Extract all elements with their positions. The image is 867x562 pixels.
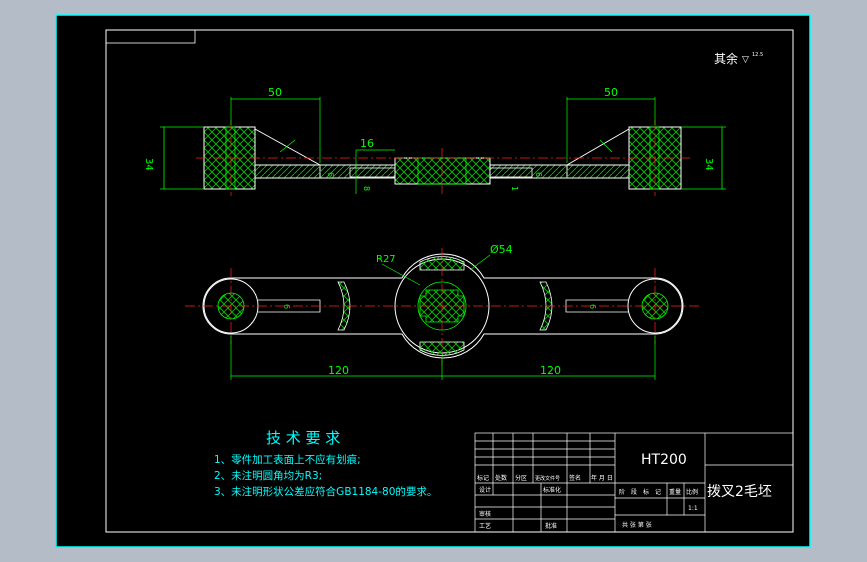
roughness-value: 12.5 [752,52,763,58]
lbl-design: 设计 [479,486,491,494]
tech-req-item-1: 1、零件加工表面上不应有划痕; [214,453,361,466]
title-block-text: HT200 拨叉2毛坯 标记 处数 分区 更改文件号 签名 年 月 日 设计 标… [477,452,772,530]
stage-3: 标 [643,488,649,496]
stage-4: 记 [655,489,661,496]
lbl-approve: 批准 [545,522,557,530]
roughness-label: 其余 [714,51,738,66]
tech-req-item-2: 2、未注明圆角均为R3; [214,469,322,482]
dim-left-34: 34 [143,158,154,171]
hdr-date: 年 月 日 [591,474,613,482]
dim-small-8: 8 [362,186,371,191]
material: HT200 [641,452,687,468]
right-arm [489,164,630,179]
dim-top-left-50: 50 [268,86,282,99]
hdr-count: 处数 [495,474,507,482]
center-hub [394,157,491,185]
hdr-zone: 分区 [515,474,527,482]
stage-2: 段 [631,488,637,496]
roughness-symbol: ▽ [742,55,749,65]
dim-right-34: 34 [703,158,714,171]
right-step [489,167,533,178]
dim-slot-right-6: 6 [588,304,597,309]
dim-right-120: 120 [540,364,561,377]
paper-frame [55,14,811,548]
lbl-scale: 比例 [686,488,698,496]
tech-requirements: 技 术 要 求 1、零件加工表面上不应有划痕; 2、未注明圆角均为R3; 3、未… [214,429,437,498]
dim-right-6: 6 [534,172,543,177]
lbl-review: 审核 [479,510,491,518]
dim-d54: Ø54 [490,243,513,256]
hdr-change-doc: 更改文件号 [535,475,560,482]
dim-center-16: 16 [360,137,374,150]
roughness-note: 其余 ▽ 12.5 [714,51,763,66]
scale-value: 1:1 [688,505,698,512]
leader-r27 [381,263,421,286]
dim-top-right-50: 50 [604,86,618,99]
dim-slot-left-6: 6 [282,304,291,309]
dim-left-120: 120 [328,364,349,377]
sheet-info: 共 张 第 张 [622,521,652,529]
leader-d54 [469,254,491,271]
left-boss [203,126,256,190]
title-block [474,432,794,533]
lbl-weight: 重量 [669,488,681,496]
dim-small-1: 1 [510,186,519,191]
lbl-standardize: 标准化 [543,486,561,494]
hdr-sign: 签名 [569,474,581,482]
stage-1: 阶 [619,488,625,496]
right-end-ring [627,278,683,334]
hub-top-cap [419,256,465,271]
part-name: 拨叉2毛坯 [707,484,772,500]
left-step [349,167,396,178]
inner-border [105,29,794,533]
tech-req-item-3: 3、未注明形状公差应符合GB1184-80的要求。 [214,485,437,498]
front-view: 50 50 34 34 16 6 6 8 1 [143,86,726,196]
lbl-process: 工艺 [479,522,491,530]
code-box [105,29,196,44]
top-outline [202,253,684,359]
tech-req-title: 技 术 要 求 [266,429,340,447]
top-view: 6 6 R27 Ø54 120 120 [185,243,700,380]
dim-r27: R27 [376,254,396,265]
hub-bottom-cap [419,341,465,356]
left-arm [254,164,396,179]
hdr-mark: 标记 [477,474,489,482]
dim-left-6: 6 [326,172,335,177]
